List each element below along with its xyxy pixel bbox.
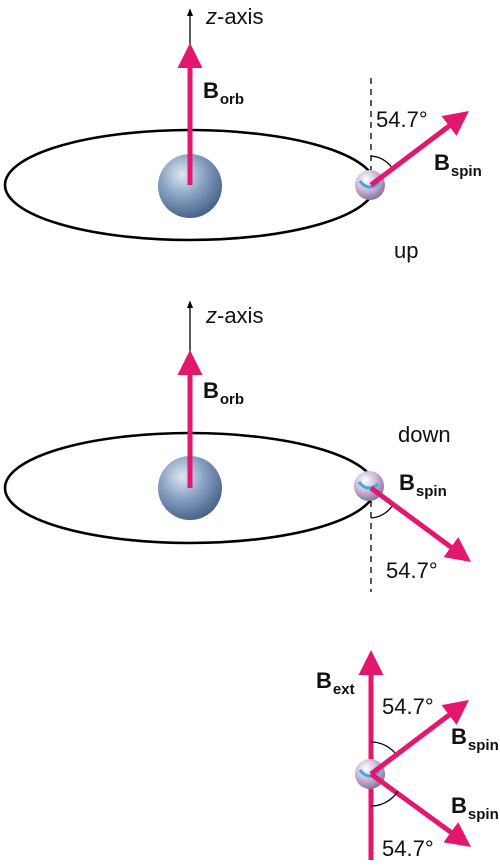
spin-direction-mark <box>358 769 380 778</box>
b-ext-label: Bext <box>316 668 355 698</box>
b-spin-vector-bottom <box>369 771 472 847</box>
z-axis-label: z-axis <box>205 303 263 328</box>
b-spin-label: Bspin <box>434 150 482 180</box>
state-label-up: up <box>394 238 418 263</box>
b-spin-vector-top <box>369 699 469 776</box>
state-label-down: down <box>398 422 451 447</box>
b-spin-vector <box>369 110 469 187</box>
panel-external-field: Bext 54.7° Bspin Bspin 54.7° <box>316 650 499 861</box>
b-spin-label: Bspin <box>399 470 447 500</box>
angle-label-bottom: 54.7° <box>382 836 434 861</box>
panel-spin-up: z-axis Borb 54.7° Bspin up <box>3 4 482 263</box>
b-spin-label-bottom: Bspin <box>451 793 499 823</box>
angle-label-top: 54.7° <box>382 694 434 719</box>
z-axis-label: z-axis <box>205 4 263 29</box>
electron <box>355 759 385 789</box>
spin-direction-mark <box>358 180 380 189</box>
b-orb-label: Borb <box>203 378 244 408</box>
b-spin-vector <box>369 485 472 562</box>
spin-direction-mark <box>357 481 379 490</box>
angle-label: 54.7° <box>376 107 428 132</box>
nucleus <box>158 154 222 218</box>
b-spin-label-top: Bspin <box>451 724 499 754</box>
electron <box>355 170 385 200</box>
panel-spin-down: z-axis Borb down Bspin 54.7° <box>3 300 472 592</box>
b-orb-label: Borb <box>203 78 244 108</box>
angle-label: 54.7° <box>386 558 438 583</box>
angle-arc-bottom <box>370 790 399 807</box>
